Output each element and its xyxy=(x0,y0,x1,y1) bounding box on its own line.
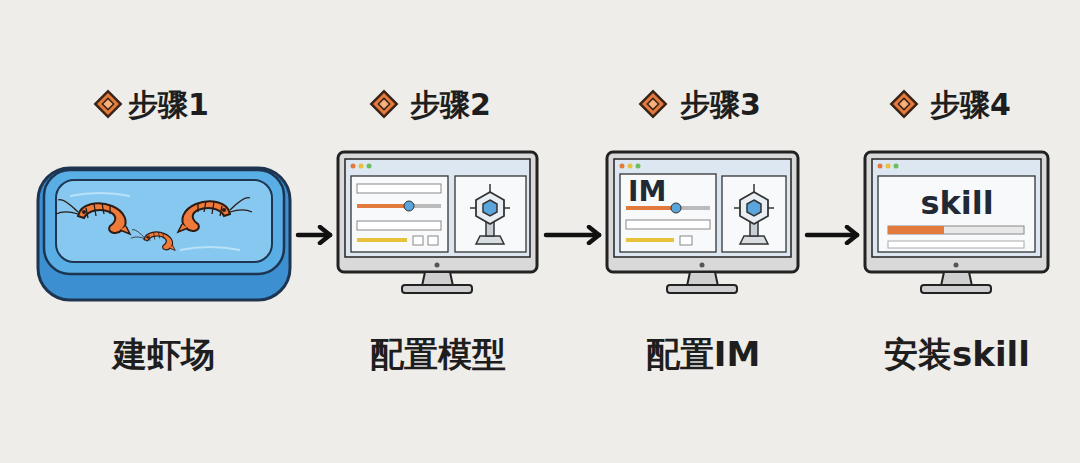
step-block: 步骤1 建虾场 xyxy=(36,84,292,380)
flow-arrow xyxy=(807,233,857,238)
step-block: 步骤2 配置模型 xyxy=(336,84,540,380)
step-caption: 建虾场 xyxy=(113,336,215,373)
screen-label: IM xyxy=(628,177,666,208)
step-heading: 步骤2 xyxy=(410,88,491,121)
screen-label: skill xyxy=(920,186,993,221)
step-heading: 步骤1 xyxy=(128,88,209,121)
step-caption: 配置IM xyxy=(646,336,760,373)
step-heading: 步骤3 xyxy=(680,88,761,121)
step-block: 步骤4 skill 安装skill xyxy=(863,84,1051,380)
flow-arrow xyxy=(298,233,330,238)
step-caption: 安装skill xyxy=(884,336,1030,373)
step-caption: 配置模型 xyxy=(370,336,506,373)
step-block: 步骤3IM 配置IM xyxy=(605,84,801,380)
flow-arrow xyxy=(546,233,599,238)
step-heading: 步骤4 xyxy=(930,88,1011,121)
